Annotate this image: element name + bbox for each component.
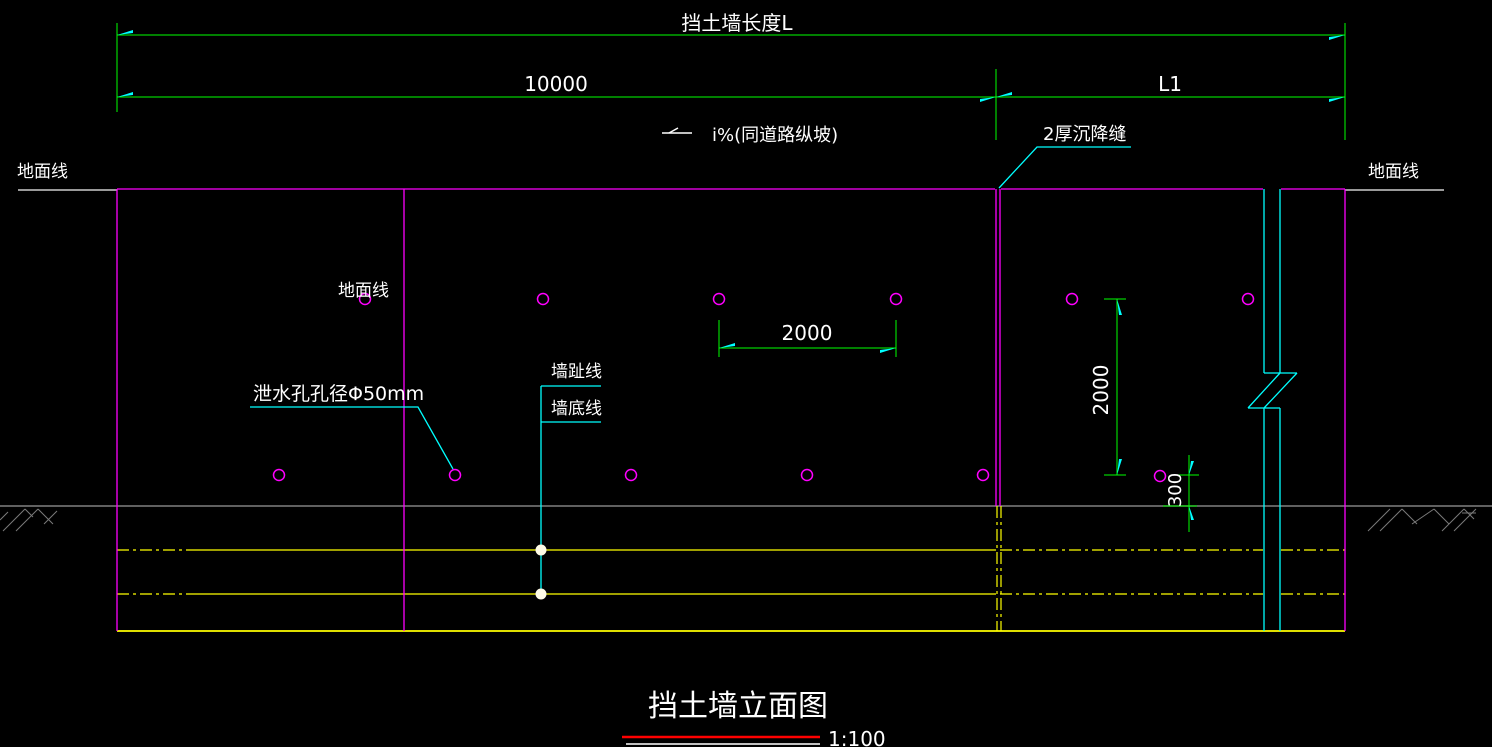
dim-lines [116,23,1346,532]
dim-arrows [117,30,1345,520]
label-total-length: 挡土墙长度L [681,11,793,35]
settlement-joint-buried [996,506,1002,631]
label-wall-bottom: 墙底线 [551,399,602,419]
label-L1: L1 [1158,72,1182,96]
label-weep-hole: 泄水孔孔径Φ50mm [253,383,424,405]
label-slope-note: i%(同道路纵坡) [712,125,838,146]
weep-holes-top-row [358,292,1255,306]
weep-holes-bottom-row [272,468,1167,483]
leader-weep-hole [250,406,454,470]
label-ground-line-right: 地面线 [1368,162,1419,182]
dim-hole-spacing-v [1104,298,1126,476]
wall-outline [116,188,1346,631]
slope-symbol [662,127,692,134]
label-wall-toe: 墙趾线 [551,362,602,382]
label-10000: 10000 [524,72,588,96]
settlement-joint [995,189,1001,506]
break-symbol [1247,189,1298,631]
label-ground-line-inner: 地面线 [338,281,389,301]
label-settlement-joint: 2厚沉降缝 [1043,124,1126,145]
earth-hatch-right [1367,508,1477,532]
label-ground-line-left: 地面线 [17,162,68,182]
earth-hatch-left [0,508,58,532]
drawing-title: 挡土墙立面图 [648,689,828,724]
dim-hole-spacing-h [718,320,897,357]
label-2000-h: 2000 [782,321,833,345]
leader-settlement-joint [998,146,1131,189]
dim-hole-offset-300 [1163,455,1199,532]
leader-toe-bottom-lines [535,385,601,600]
label-300: 300 [1165,473,1186,507]
label-2000-v: 2000 [1089,365,1113,416]
drawing-scale: 1:100 [828,727,886,747]
